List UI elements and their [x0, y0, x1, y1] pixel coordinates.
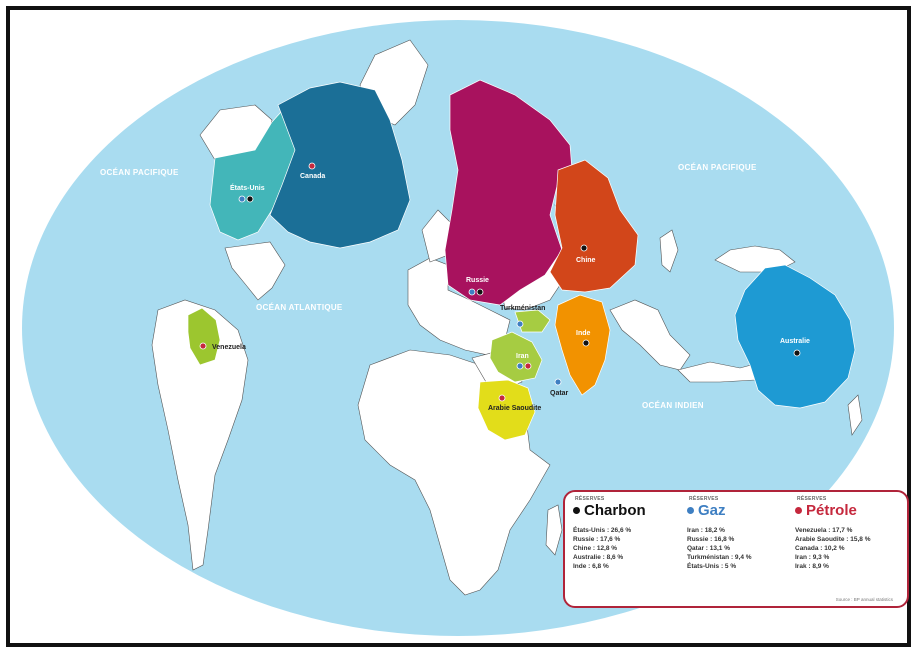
legend-item: Russie : 16,8 % [687, 536, 735, 543]
charbon-marker-icon [582, 339, 590, 347]
legend-item: Australie : 8,6 % [573, 554, 624, 561]
marker-venezuela: Venezuela [199, 342, 246, 351]
legend-item: Arabie Saoudite : 15,8 % [795, 536, 871, 543]
legend-item: Iran : 18,2 % [687, 527, 725, 534]
country-venezuela [187, 307, 221, 366]
legend-item: Inde : 6,8 % [573, 563, 609, 570]
country-india [554, 294, 611, 396]
country-turkmenistan [514, 309, 551, 333]
label-qatar: Qatar [550, 390, 569, 397]
legend-item: Chine : 12,8 % [573, 545, 618, 552]
marker-qatar: Qatar [550, 378, 569, 397]
legend-item: Irak : 8,9 % [795, 563, 829, 570]
legend-charbon-list: États-Unis : 26,6 % Russie : 17,6 % Chine … [573, 526, 646, 571]
country-canada [269, 81, 411, 249]
label-india: Inde [576, 330, 590, 337]
legend-gaz-title: Gaz [698, 502, 726, 519]
label-china: Chine [576, 257, 596, 264]
charbon-dot-icon [573, 507, 580, 514]
country-australia [734, 264, 856, 409]
legend-gaz-kicker: RÉSERVES [689, 496, 719, 502]
label-turkmenistan: Turkménistan [500, 305, 545, 312]
land-japan [659, 229, 679, 273]
country-russia [444, 79, 573, 306]
marker-iran: Iran [516, 353, 532, 370]
country-saudi [477, 379, 536, 441]
charbon-marker-icon [580, 244, 588, 252]
legend-petrole-list: Venezuela : 17,7 % Arabie Saoudite : 15,8… [795, 526, 871, 571]
legend-gaz: RÉSERVES Gaz Iran : 18,2 % Russie : 16,8 … [687, 496, 752, 571]
gaz-marker-icon [554, 378, 562, 386]
land-madagascar [545, 504, 563, 556]
legend-item: Iran : 9,3 % [795, 554, 830, 561]
marker-usa: États-Unis [230, 183, 265, 203]
legend-petrole-kicker: RÉSERVES [797, 496, 827, 502]
label-canada: Canada [300, 173, 325, 180]
label-saudi: Arabie Saoudite [488, 405, 541, 412]
world-map: OCÉAN PACIFIQUE OCÉAN PACIFIQUE OCÉAN AT… [22, 20, 894, 636]
marker-turkmenistan: Turkménistan [500, 305, 545, 328]
petrole-dot-icon [795, 507, 802, 514]
ocean-label-atlantic: OCÉAN ATLANTIQUE [256, 303, 343, 312]
legend-item: États-Unis : 26,6 % [573, 527, 632, 534]
ocean-label-pacific-east: OCÉAN PACIFIQUE [678, 163, 757, 172]
label-venezuela: Venezuela [212, 344, 246, 351]
charbon-marker-icon [793, 349, 801, 357]
land-central-america [224, 241, 286, 301]
legend-item: Venezuela : 17,7 % [795, 527, 853, 534]
land-far-east [714, 245, 796, 273]
petrole-marker-icon [308, 162, 316, 170]
marker-russia: Russie [466, 277, 489, 296]
legend-item: Russie : 17,6 % [573, 536, 621, 543]
map-frame: OCÉAN PACIFIQUE OCÉAN PACIFIQUE OCÉAN AT… [6, 6, 911, 647]
marker-australia: Australie [780, 338, 810, 357]
petrole-marker-icon [199, 342, 207, 350]
land-south-america [151, 299, 249, 571]
legend-petrole-head: Pétrole [795, 502, 871, 519]
legend-charbon-head: Charbon [573, 502, 646, 519]
gaz-dot-icon [687, 507, 694, 514]
legend-charbon: RÉSERVES Charbon États-Unis : 26,6 % Russ… [573, 496, 646, 571]
marker-india: Inde [576, 330, 590, 347]
country-china [549, 159, 639, 293]
petrole-marker-icon [524, 362, 532, 370]
gaz-marker-icon [516, 362, 524, 370]
land-se-asia [609, 299, 691, 371]
legend-petrole: RÉSERVES Pétrole Venezuela : 17,7 % Arabi… [795, 496, 871, 571]
legend-gaz-list: Iran : 18,2 % Russie : 16,8 % Qatar : 13,1… [687, 526, 752, 571]
legend-petrole-title: Pétrole [806, 502, 857, 519]
label-russia: Russie [466, 277, 489, 284]
legend-gaz-head: Gaz [687, 502, 752, 519]
legend-source: Source : BP annual statistics [835, 597, 893, 602]
land-new-zealand [847, 394, 863, 436]
charbon-marker-icon [246, 195, 254, 203]
legend-charbon-kicker: RÉSERVES [575, 496, 605, 502]
country-iran [489, 331, 543, 383]
petrole-marker-icon [498, 394, 506, 402]
gaz-marker-icon [516, 320, 524, 328]
legend: RÉSERVES Charbon États-Unis : 26,6 % Russ… [563, 490, 909, 608]
ocean-label-pacific-west: OCÉAN PACIFIQUE [100, 168, 179, 177]
marker-saudi: Arabie Saoudite [488, 394, 541, 412]
legend-item: Turkménistan : 9,4 % [687, 554, 752, 561]
marker-canada: Canada [300, 162, 325, 180]
label-australia: Australie [780, 338, 810, 345]
legend-item: États-Unis : 5 % [687, 563, 737, 570]
legend-charbon-title: Charbon [584, 502, 646, 519]
ocean-label-indian: OCÉAN INDIEN [642, 401, 704, 410]
legend-item: Canada : 10,2 % [795, 545, 845, 552]
gaz-marker-icon [238, 195, 246, 203]
legend-item: Qatar : 13,1 % [687, 545, 730, 552]
charbon-marker-icon [476, 288, 484, 296]
label-usa: États-Unis [230, 183, 265, 192]
gaz-marker-icon [468, 288, 476, 296]
marker-china: Chine [576, 244, 596, 264]
label-iran: Iran [516, 353, 529, 360]
